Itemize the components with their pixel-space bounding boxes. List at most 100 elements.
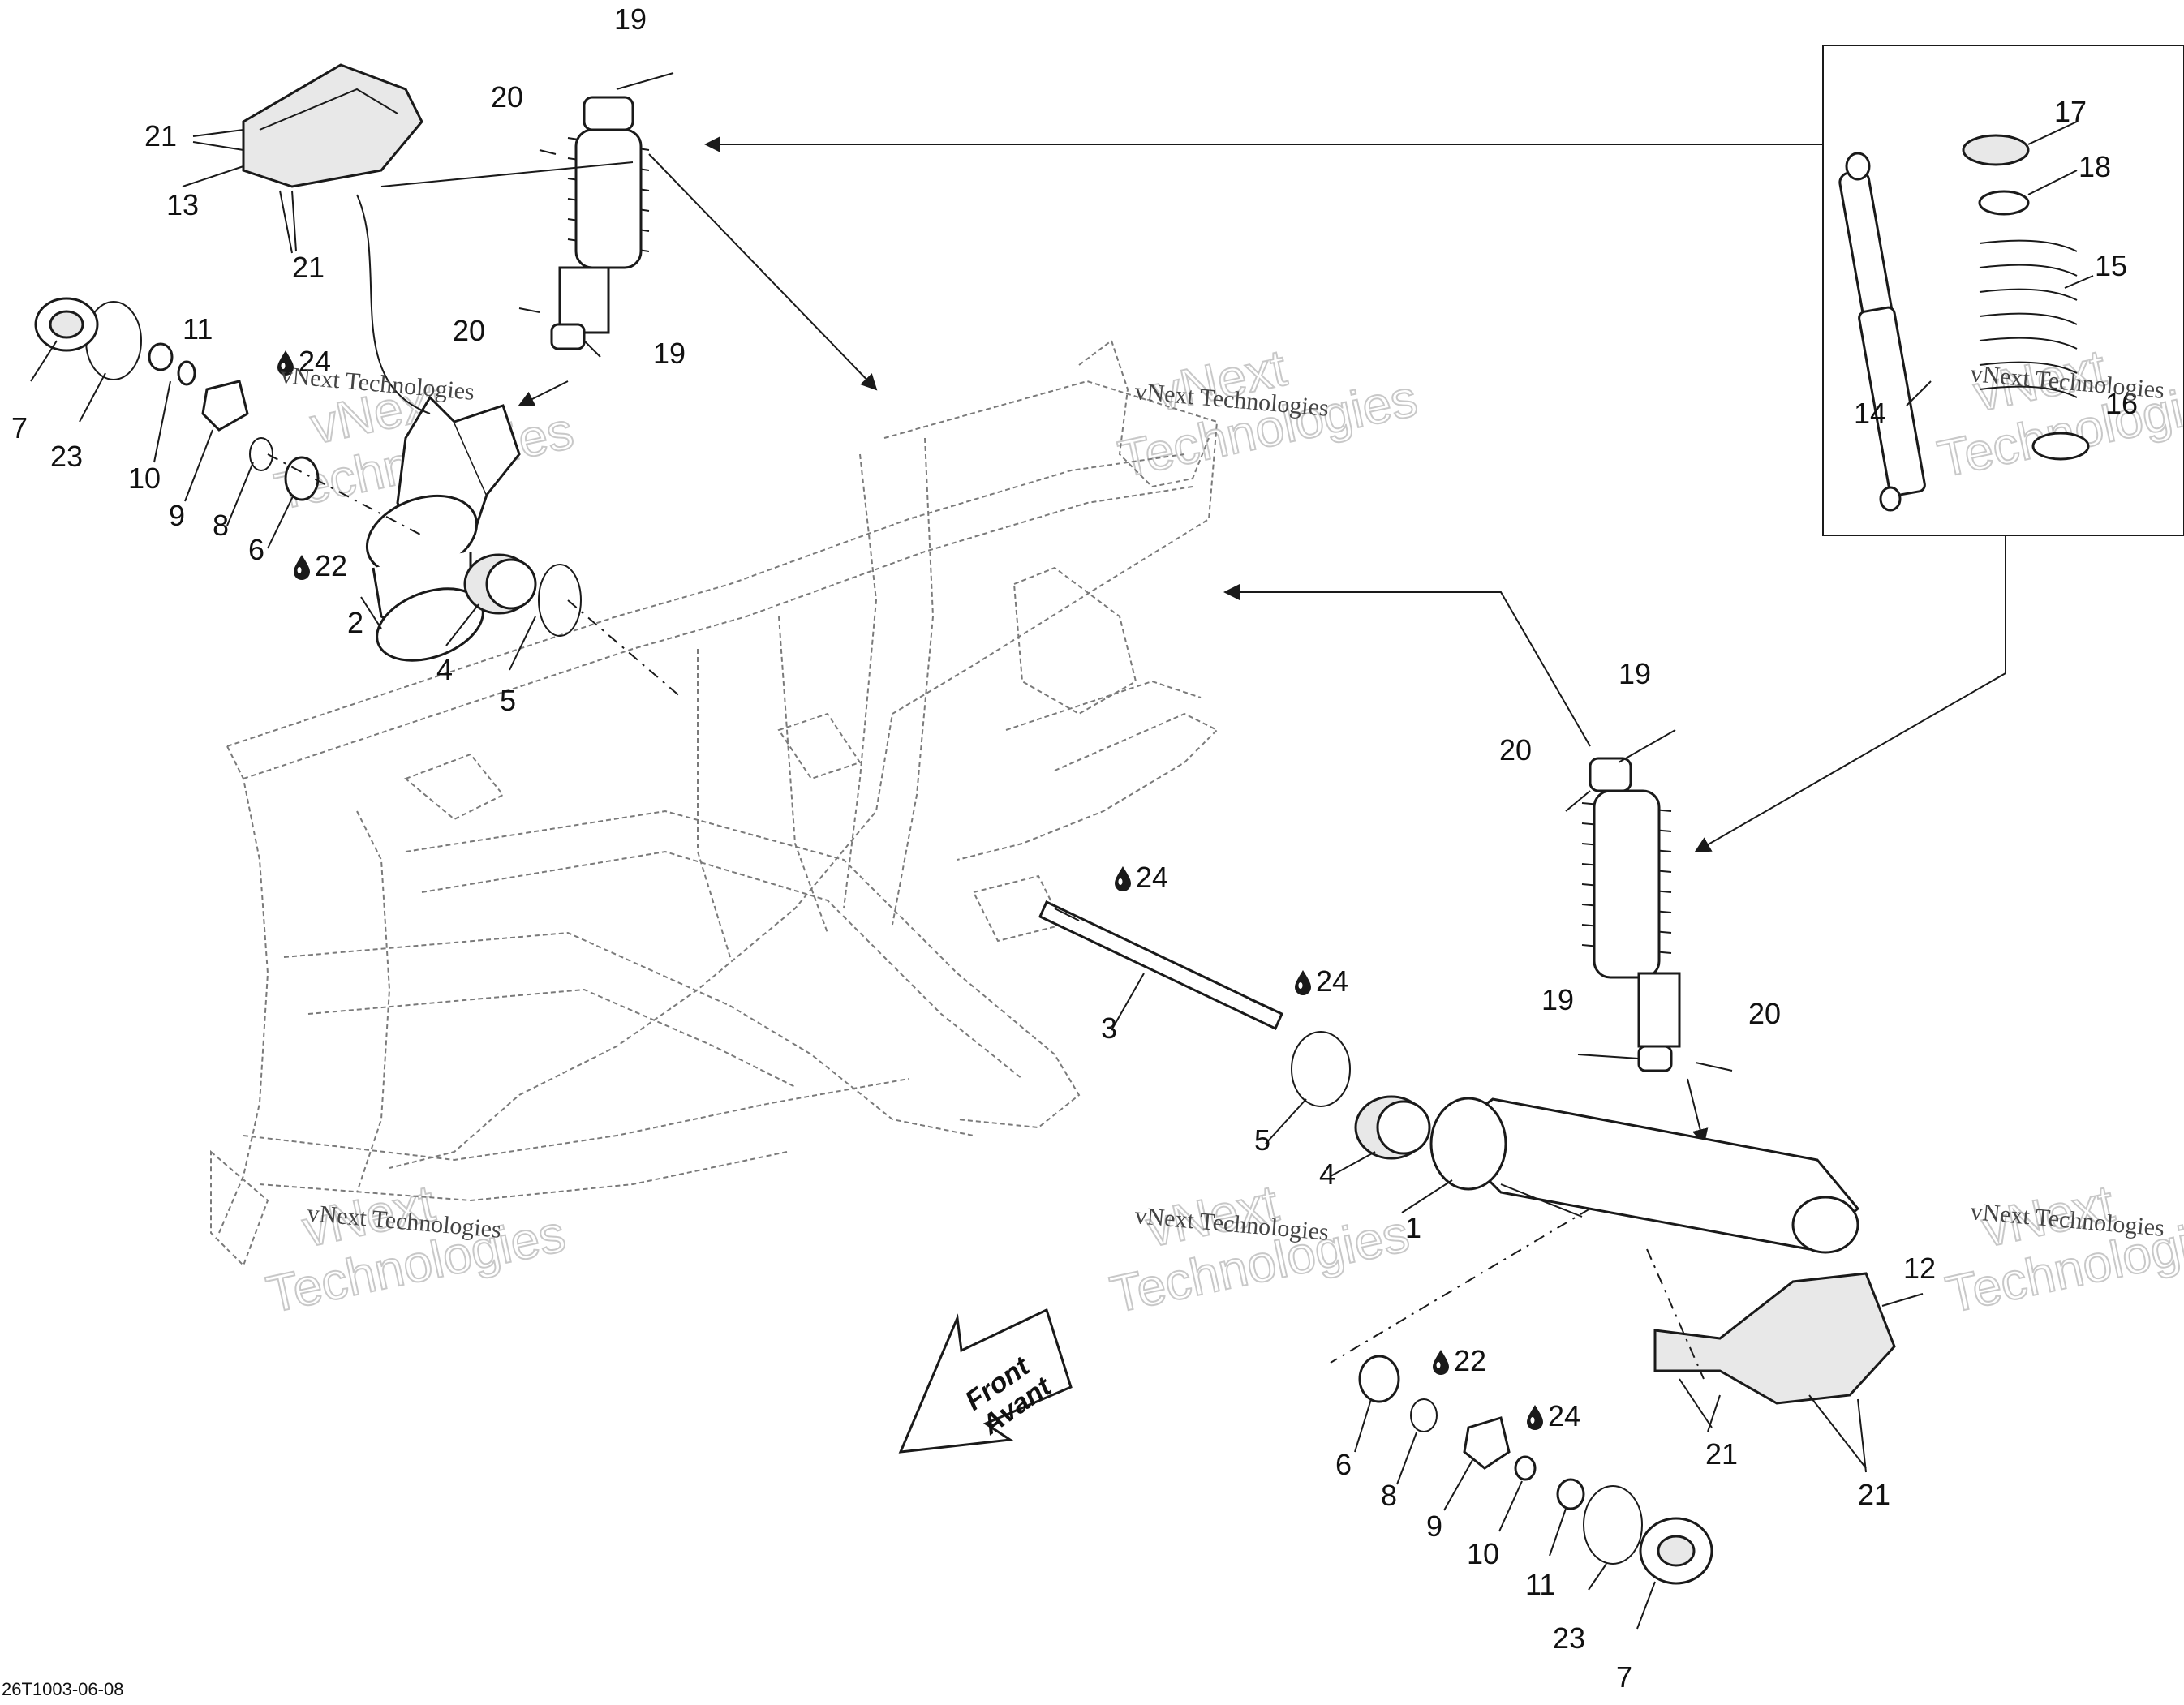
callout-10: 10	[128, 462, 161, 495]
callout-20: 20	[1748, 997, 1781, 1030]
circlip-5-upper-drawing	[538, 564, 582, 637]
callout-19: 19	[1541, 983, 1574, 1016]
lube-marker-22-upper: 22	[294, 549, 347, 582]
callout-19: 19	[614, 2, 647, 36]
svg-text:24: 24	[299, 345, 331, 378]
callout-6: 6	[248, 533, 264, 566]
swing-arm-1-drawing	[1429, 1097, 1860, 1254]
atv-frame-drawing	[210, 339, 1219, 1267]
oil-drop-icon	[1115, 866, 1131, 891]
shock-absorber-lower-right	[1581, 757, 1681, 1072]
callout-8: 8	[213, 509, 229, 542]
lube-marker-22-lower: 22	[1433, 1344, 1486, 1377]
plate-9-upper-drawing	[201, 380, 249, 432]
lower-right-assembly	[1038, 729, 1896, 1585]
plate-9-lower-drawing	[1463, 1416, 1511, 1470]
callout-1: 1	[1405, 1211, 1421, 1244]
cap-7-lower-drawing	[1639, 1517, 1713, 1585]
callout-19: 19	[653, 337, 686, 370]
callout-5: 5	[500, 684, 516, 717]
callout-16: 16	[2105, 387, 2138, 420]
watermark-big-4: vNext Technologies	[260, 1173, 570, 1325]
callout-10: 10	[1467, 1537, 1499, 1570]
lube-marker-24-shaft-left: 24	[1115, 861, 1168, 894]
front-direction-arrow: Front Avant	[898, 1308, 1073, 1454]
inset-box	[1822, 45, 2184, 536]
bearing-4-upper-drawing	[463, 553, 537, 615]
callout-11: 11	[1525, 1568, 1555, 1601]
callout-17: 17	[2054, 95, 2087, 128]
oil-drop-icon	[1527, 1405, 1543, 1430]
callout-9: 9	[169, 499, 185, 532]
inset-collar-17-drawing	[1962, 134, 2030, 166]
circlip-5-lower-drawing	[1291, 1031, 1351, 1107]
callout-18: 18	[2079, 150, 2111, 183]
callout-labels: 19 20 21 13 21 11 20 19 7 23 10 9 8 6 2 …	[11, 2, 2138, 1694]
callout-21: 21	[292, 251, 325, 284]
callout-23: 23	[50, 440, 83, 473]
callout-20: 20	[491, 80, 523, 114]
callout-5: 5	[1254, 1123, 1270, 1157]
callout-2: 2	[347, 606, 363, 639]
oil-drop-icon	[1295, 970, 1311, 995]
ring-23-lower-drawing	[1583, 1485, 1643, 1565]
nut-11-lower-drawing	[1556, 1478, 1585, 1510]
callout-15: 15	[2095, 249, 2127, 282]
washer-10-lower-drawing	[1514, 1455, 1537, 1481]
callout-14: 14	[1854, 397, 1886, 430]
seal-6-lower-drawing	[1358, 1355, 1400, 1403]
callout-7: 7	[1616, 1660, 1632, 1694]
inset-collar-18-drawing	[1978, 190, 2030, 216]
washer-10-upper-drawing	[177, 360, 196, 386]
upper-left-assembly	[34, 63, 682, 698]
oil-drop-icon	[294, 555, 310, 580]
svg-text:22: 22	[315, 549, 347, 582]
shock-absorber-upper-left	[550, 96, 650, 350]
callout-20: 20	[453, 314, 485, 347]
seal-6-upper-drawing	[284, 456, 320, 501]
callout-20: 20	[1499, 733, 1532, 767]
callout-11: 11	[183, 312, 213, 346]
callout-leaders	[30, 129, 1924, 1630]
connecting-arrows	[648, 136, 2006, 1145]
cap-7-upper-drawing	[34, 297, 99, 352]
lube-marker-24-upper: 24	[277, 345, 331, 378]
callout-19: 19	[1619, 657, 1651, 690]
inset-shock-14-drawing	[1838, 152, 1926, 512]
callout-12: 12	[1903, 1252, 1936, 1285]
callout-6: 6	[1335, 1448, 1352, 1481]
svg-text:24: 24	[1136, 861, 1168, 894]
svg-text:24: 24	[1548, 1399, 1580, 1432]
callout-9: 9	[1426, 1510, 1442, 1543]
guard-12-drawing	[1653, 1272, 1896, 1405]
ring-8-upper-drawing	[249, 437, 273, 471]
callout-21: 21	[1705, 1437, 1738, 1471]
callout-4: 4	[1319, 1157, 1335, 1191]
bearing-4-lower-drawing	[1354, 1095, 1431, 1160]
callout-21: 21	[144, 119, 177, 152]
inset-seat-16-drawing	[2031, 432, 2090, 461]
ring-8-lower-drawing	[1410, 1398, 1438, 1432]
lube-marker-24-shaft-right: 24	[1295, 964, 1348, 998]
watermark-big-3: vNext Technologies	[1932, 337, 2184, 489]
callout-21: 21	[1858, 1478, 1890, 1511]
inset-spring-15-drawing	[1979, 239, 2078, 398]
callout-13: 13	[166, 188, 199, 221]
callout-3: 3	[1101, 1011, 1117, 1045]
drawing-code: 26T1003-06-08	[2, 1679, 123, 1699]
svg-text:22: 22	[1454, 1344, 1486, 1377]
oil-drop-icon	[1433, 1350, 1449, 1375]
callout-8: 8	[1381, 1479, 1397, 1512]
callout-4: 4	[436, 653, 453, 686]
lube-markers: 24 22 24 24 22 24	[277, 345, 1580, 1432]
shaft-3-drawing	[1038, 900, 1283, 1031]
lube-marker-24-lower: 24	[1527, 1399, 1580, 1432]
callout-7: 7	[11, 411, 28, 445]
bearing-housing-2-drawing	[365, 494, 484, 662]
guard-13-drawing	[242, 63, 423, 188]
callout-23: 23	[1553, 1621, 1585, 1655]
nut-11-upper-drawing	[148, 342, 174, 371]
svg-text:24: 24	[1316, 964, 1348, 998]
